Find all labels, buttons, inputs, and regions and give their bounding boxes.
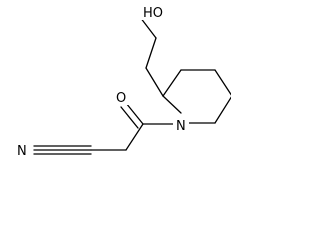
bond-c5-c6	[214, 96, 231, 124]
bond-carbonyl-double-a	[125, 102, 144, 125]
hydroxyl-label: HO	[143, 6, 163, 21]
bond-c4-c5	[214, 69, 231, 96]
bond-ch2-ch2	[145, 37, 157, 69]
ring-nitrogen-label: N	[176, 119, 186, 134]
bond-n-c2	[162, 95, 182, 114]
chemical-structure: HO O N N	[17, 6, 231, 159]
bond-ch2-oh	[139, 16, 157, 39]
bond-c2-c3	[162, 69, 182, 97]
bond-carbonyl-double-b	[120, 106, 139, 129]
bond-c2-ch2	[145, 67, 164, 97]
carbonyl-oxygen-label: O	[116, 91, 126, 106]
nitrile-nitrogen-label: N	[17, 144, 27, 159]
bond-carbonyl-ch2	[125, 123, 144, 151]
